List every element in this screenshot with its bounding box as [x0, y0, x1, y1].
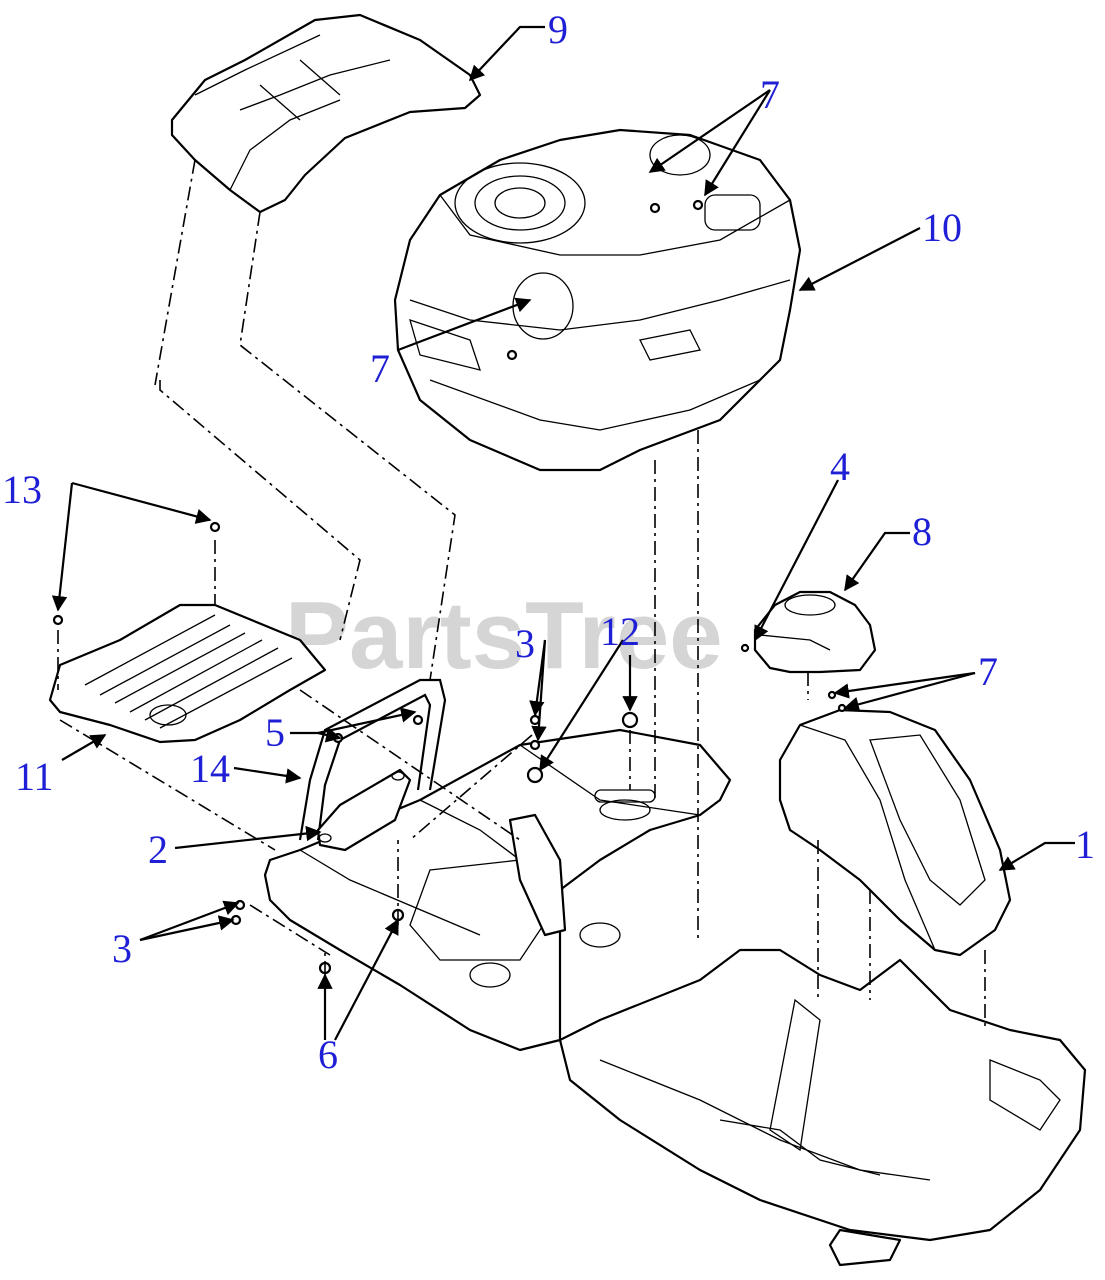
alignment-lines	[57, 159, 986, 1030]
callout-5: 5	[265, 710, 285, 755]
callout-7-top: 7	[760, 72, 780, 117]
callout-3-center: 3	[515, 621, 535, 666]
frame-assembly	[263, 728, 732, 1052]
callout-7-left: 7	[370, 346, 390, 391]
part-8-fender-cover	[753, 590, 877, 674]
callout-1: 1	[1075, 822, 1095, 867]
part-11-seat-plate	[48, 603, 327, 744]
part-10-dash-panel	[393, 128, 802, 472]
callout-7-right: 7	[978, 649, 998, 694]
leader-lines	[51, 25, 1075, 1041]
callout-3-left: 3	[112, 926, 132, 971]
callout-9: 9	[548, 7, 568, 52]
part-14-seat-support	[298, 678, 447, 841]
part-1-rear-shroud	[778, 708, 1012, 957]
watermark-text: PartsTree	[285, 582, 723, 689]
callout-13: 13	[2, 467, 42, 512]
callout-2: 2	[148, 827, 168, 872]
callout-11: 11	[15, 754, 54, 799]
callout-numbers: 9 7 10 7 13 4 8 3 12 7 5 14 11 2 1 3 6	[2, 7, 1095, 1077]
callout-8: 8	[912, 509, 932, 554]
callout-10: 10	[922, 205, 962, 250]
callout-14: 14	[190, 746, 230, 791]
callout-6: 6	[318, 1032, 338, 1077]
callout-12: 12	[600, 609, 640, 654]
part-9-seat-cover	[170, 13, 482, 214]
callout-4: 4	[830, 444, 850, 489]
chassis-footrest	[558, 948, 1087, 1267]
